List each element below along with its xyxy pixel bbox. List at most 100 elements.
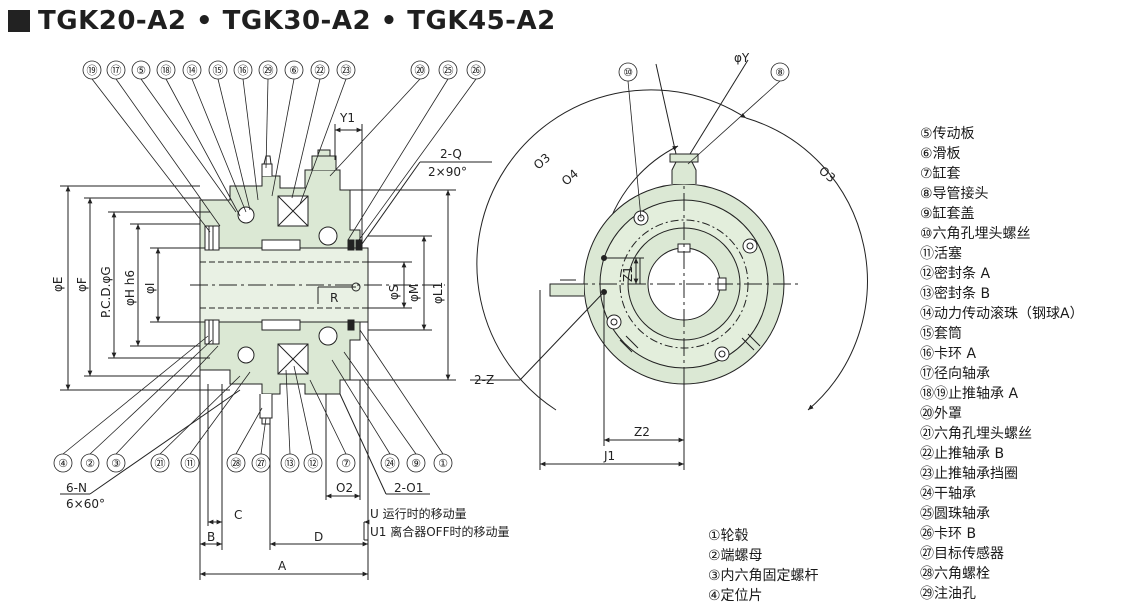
- callout-top-circle-5: [208, 60, 228, 80]
- label-q: 2-Q: [440, 147, 462, 161]
- callout-top-leader-6: [242, 78, 259, 201]
- callout-bottom-number-3: ㉑: [155, 457, 166, 470]
- label-q-angle: 2×90°: [428, 165, 467, 179]
- callout-bottom-number-12: ①: [438, 457, 448, 470]
- label-o1: 2-O1: [394, 481, 423, 495]
- legend-item: ③内六角固定螺杆: [708, 568, 819, 584]
- label-phi-m: φM: [407, 284, 421, 302]
- callout-front-number-1: ⑧: [775, 66, 785, 79]
- legend-item: ⑱⑲止推轴承 A: [920, 386, 1019, 402]
- label-c: C: [234, 508, 242, 522]
- label-o3-left: O3: [531, 151, 553, 173]
- callout-top-number-8: ⑥: [289, 64, 299, 77]
- callout-top-leader-4: [191, 78, 247, 213]
- legend-item: ④定位片: [708, 588, 763, 604]
- left-dimensions: [60, 185, 230, 391]
- legend-item: ⑪活塞: [920, 246, 962, 262]
- callout-bottom-number-8: ⑫: [308, 457, 319, 470]
- legend-item: ⑩六角孔埋头螺丝: [920, 226, 1031, 242]
- front-pipe-fitting: [671, 161, 697, 184]
- callout-top-circle-0: [82, 60, 102, 80]
- callout-top-circle-6: [233, 60, 253, 80]
- legend-item: ㉖卡环 B: [920, 526, 977, 542]
- callout-top-leader-2: [140, 78, 237, 213]
- legend-item: ㉘六角螺栓: [920, 566, 990, 582]
- legend-item: ⑧导管接头: [920, 186, 989, 202]
- callout-bottom-leader-0: [62, 335, 209, 455]
- callout-bottom-circle-9: [336, 453, 356, 473]
- callout-top-number-10: ㉓: [341, 64, 352, 77]
- label-o2: O2: [336, 481, 353, 495]
- label-n: 6-N: [66, 481, 87, 495]
- callout-top-circle-10: [336, 60, 356, 80]
- callout-top-number-7: ㉙: [263, 64, 274, 77]
- page-title: TGK20-A2 • TGK30-A2 • TGK45-A2: [38, 6, 556, 36]
- legend-item: ②端螺母: [708, 548, 763, 564]
- legend-item: ㉓止推轴承挡圈: [920, 466, 1018, 482]
- callout-top-leader-8: [271, 78, 295, 197]
- callout-top-number-0: ⑲: [87, 64, 98, 77]
- callout-top-leader-3: [165, 78, 241, 217]
- callout-bottom-leader-5: [235, 407, 263, 455]
- legend-item: ⑭动力传动滚珠（钢球A）: [920, 306, 1084, 322]
- front-view: [470, 59, 868, 470]
- callout-bottom-leader-3: [159, 375, 241, 455]
- callout-top-number-2: ⑤: [136, 64, 146, 77]
- legend-item: ㉙注油孔: [920, 586, 976, 602]
- parts-legend-bottom: ①轮毂 ②端螺母 ③内六角固定螺杆 ④定位片: [708, 526, 908, 606]
- label-z2: Z2: [634, 425, 650, 439]
- label-phi-l1: φL1: [431, 282, 445, 304]
- callout-front-number-0: ⑩: [623, 66, 633, 79]
- legend-item: ㉗目标传感器: [920, 546, 1004, 562]
- callout-bottom-leader-9: [309, 379, 347, 455]
- legend-item: ⑫密封条 A: [920, 266, 991, 282]
- label-phi-i: φI: [143, 283, 157, 294]
- callout-top-circle-8: [284, 60, 304, 80]
- callout-bottom-leader-2: [115, 345, 219, 455]
- ball-upper: [237, 206, 255, 224]
- callout-bottom-number-2: ③: [111, 457, 121, 470]
- callout-top-circle-12: [438, 60, 458, 80]
- label-phi-e: φE: [51, 277, 65, 293]
- callout-top-leader-5: [217, 78, 251, 211]
- callout-front-circle-1: [770, 62, 790, 82]
- pipe-fitting: [311, 149, 337, 170]
- label-phi-h: φH h6: [123, 270, 137, 306]
- callout-top-circle-3: [156, 60, 176, 80]
- callout-bottom-circle-2: [106, 453, 126, 473]
- callout-top-leader-13: [355, 78, 477, 245]
- callout-bottom-circle-7: [280, 453, 300, 473]
- label-d: D: [314, 530, 323, 544]
- callout-bottom-circle-4: [180, 453, 200, 473]
- callout-top-number-13: ㉖: [471, 64, 482, 77]
- callout-top-leader-7: [265, 78, 269, 169]
- callout-bottom-number-5: ㉘: [231, 457, 242, 470]
- callout-bottom-circle-12: [433, 453, 453, 473]
- callout-top-circle-9: [310, 60, 330, 80]
- callout-top-number-12: ㉕: [443, 64, 454, 77]
- legend-item: ㉔干轴承: [920, 486, 976, 502]
- callout-bottom-number-0: ④: [58, 457, 68, 470]
- legend-item: ㉑六角孔埋头螺丝: [920, 426, 1032, 442]
- legend-item: ①轮毂: [708, 528, 749, 544]
- callout-bottom-number-9: ⑦: [341, 457, 351, 470]
- grease-nipple: [261, 155, 273, 176]
- front-side-screw: [549, 279, 584, 297]
- ball-bearing-upper: [318, 226, 338, 246]
- label-u1: U1 离合器OFF时的移动量: [370, 524, 509, 539]
- callout-top-circle-13: [466, 60, 486, 80]
- callout-top-number-11: ⑳: [415, 64, 426, 77]
- callout-top-circle-4: [182, 60, 202, 80]
- end-nut-upper: [204, 225, 220, 251]
- callout-bottom-leader-8: [293, 365, 314, 455]
- callout-top-number-4: ⑭: [187, 64, 198, 77]
- legend-item: ㉕圆珠轴承: [920, 506, 990, 522]
- legend-item: ⑥滑板: [920, 146, 961, 162]
- right-dimensions: [317, 124, 492, 381]
- legend-item: ⑬密封条 B: [920, 286, 991, 302]
- callout-top-leader-11: [329, 78, 421, 177]
- callout-bottom-leader-10: [331, 359, 391, 455]
